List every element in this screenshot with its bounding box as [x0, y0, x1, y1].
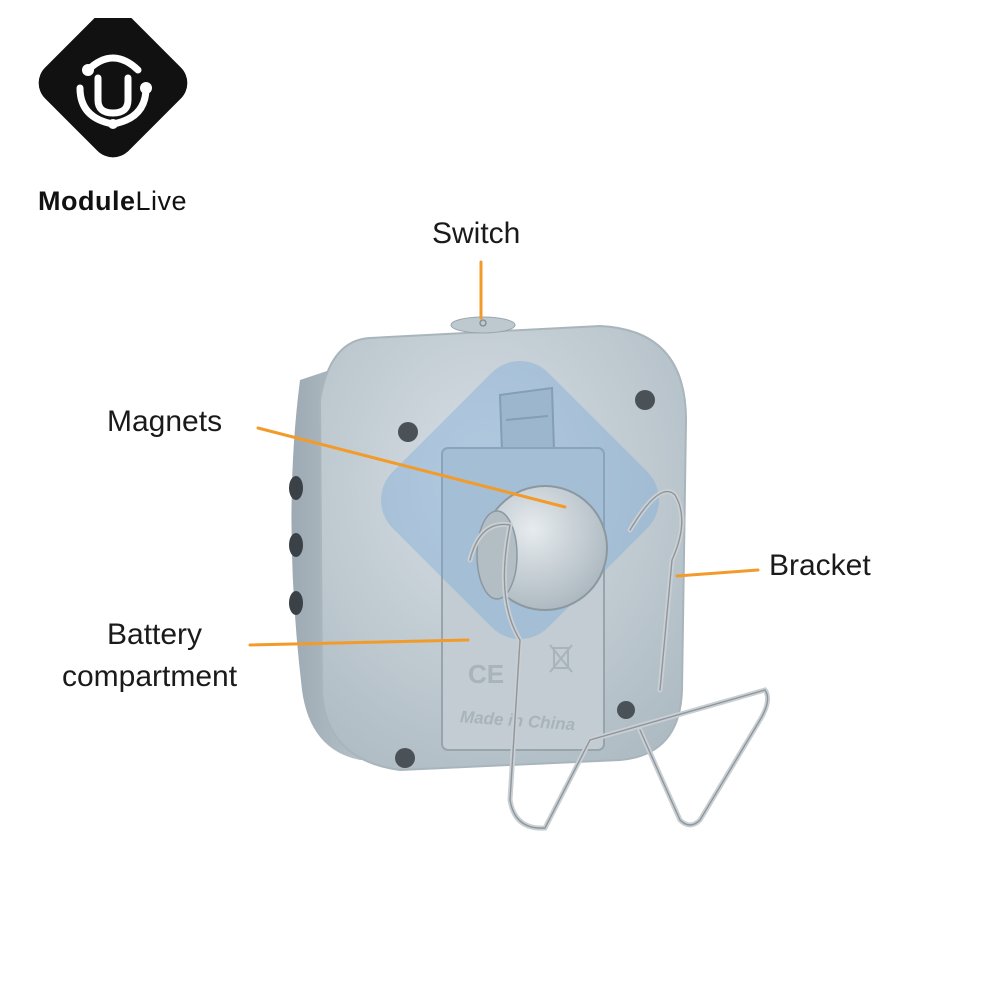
leader-lines — [248, 260, 760, 647]
magnets-leader-line — [256, 426, 567, 509]
screw-holes — [395, 390, 655, 768]
bracket-label: Bracket — [769, 549, 871, 582]
switch-label: Switch — [432, 217, 521, 250]
magnets-label: Magnets — [107, 405, 223, 438]
weee-bin-icon — [549, 644, 573, 673]
brand-name-part2: Live — [135, 186, 188, 216]
battery-label-line1: Battery — [107, 618, 203, 651]
bracket-leader-line — [675, 568, 760, 578]
brand-name-part1: Module — [38, 186, 136, 216]
battery-leader-line — [248, 638, 470, 647]
ce-mark: CE — [468, 659, 504, 689]
brand-name: ModuleLive — [38, 186, 187, 217]
brand-logo-icon — [38, 18, 188, 158]
brand-logo: ModuleLive — [18, 18, 208, 216]
power-switch — [450, 316, 516, 334]
side-ports — [289, 476, 303, 615]
battery-label-line2: compartment — [62, 660, 238, 693]
